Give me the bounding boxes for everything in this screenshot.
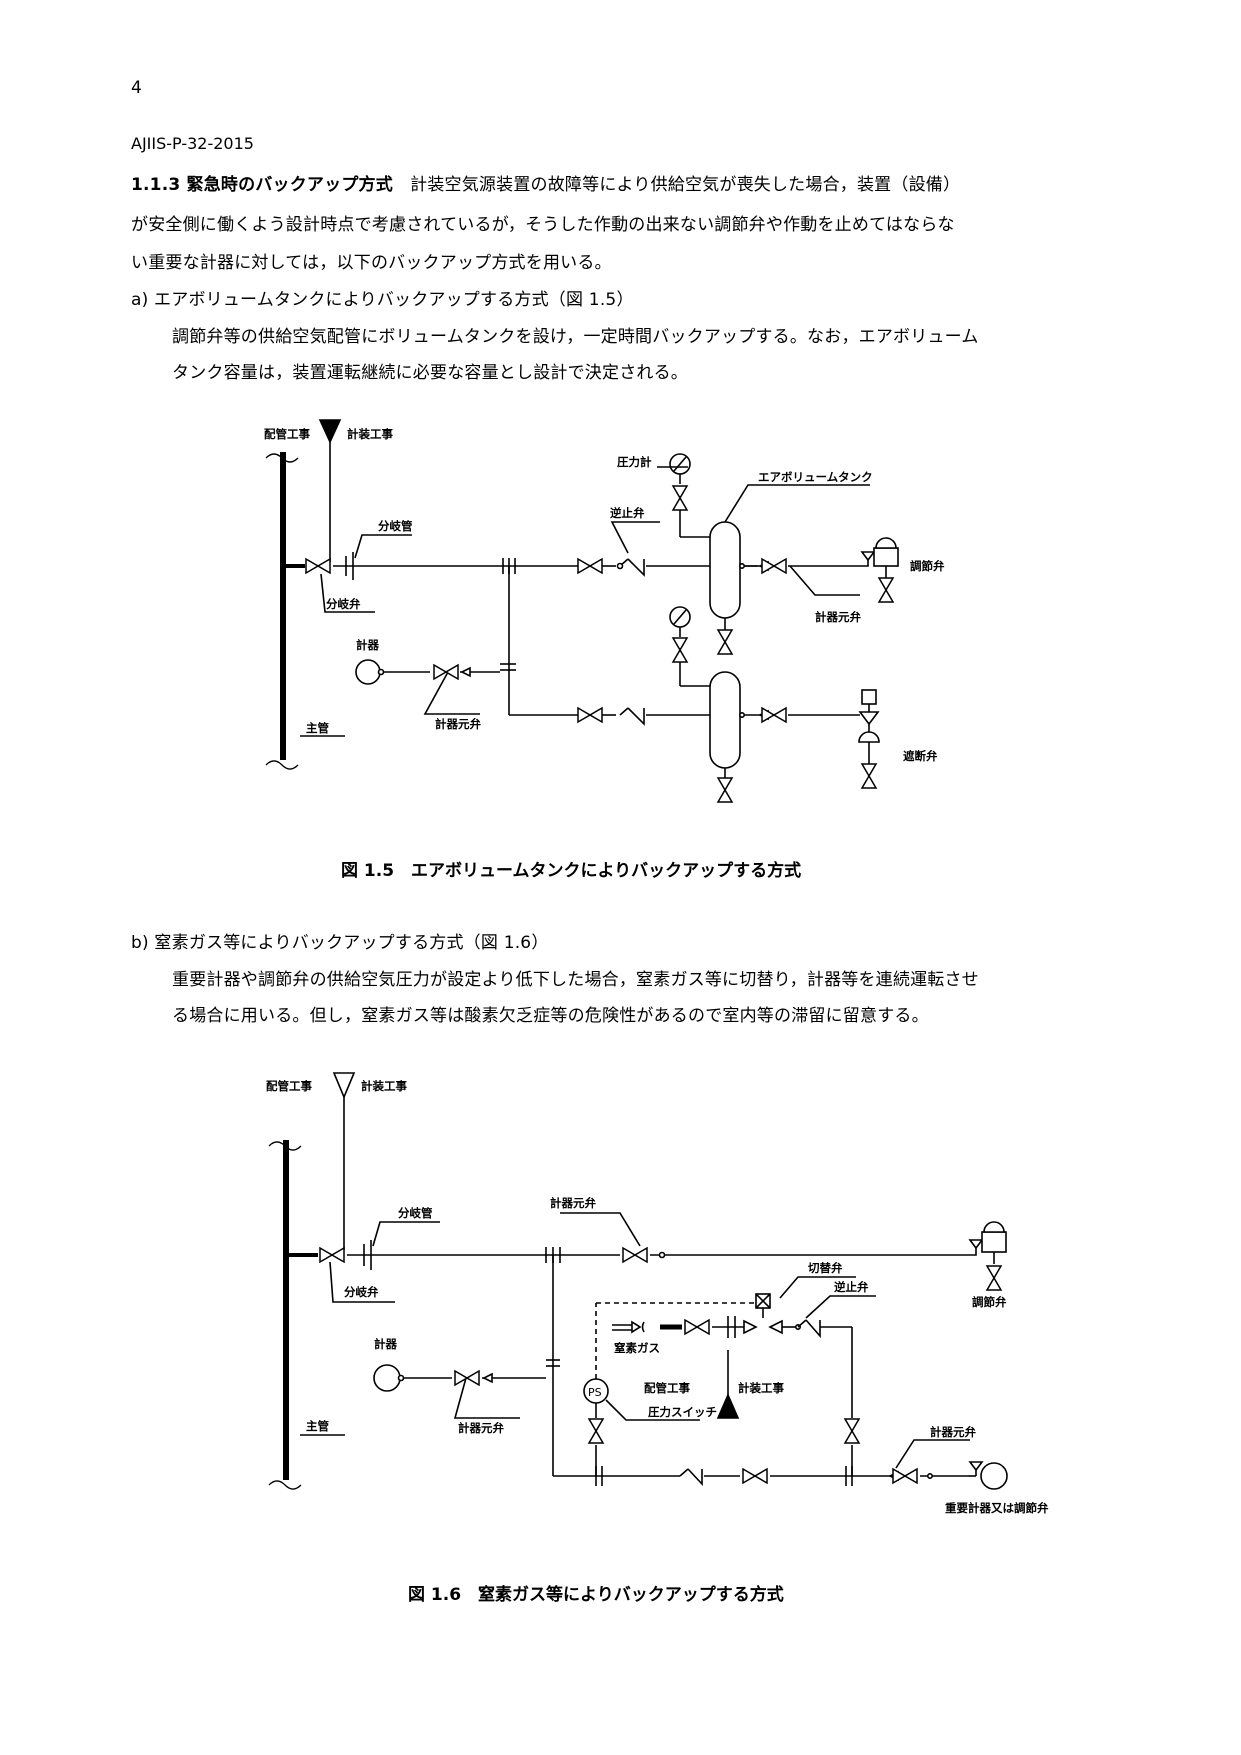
fig15-label-haikan: 配管工事	[264, 427, 310, 441]
fig16-label-chisso: 窒素ガス	[614, 1341, 660, 1355]
section-line3: い重要な計器に対しては，以下のバックアップ方式を用いる。	[131, 253, 612, 273]
fig15-label-gyakushiben: 逆止弁	[610, 506, 645, 520]
fig16-label-shukan: 主管	[306, 1419, 329, 1433]
fig15-label-shadanben: 遮断弁	[903, 749, 938, 763]
fig16-label-haikan2: 配管工事	[644, 1381, 690, 1395]
item-a-body1: 調節弁等の供給空気配管にボリュームタンクを設け，一定時間バックアップする。なお，…	[172, 327, 979, 347]
fig16-ps-symbol: PS	[588, 1386, 602, 1399]
page-number: 4	[131, 78, 142, 98]
fig15-label-bunkiben: 分岐弁	[326, 597, 361, 611]
air-volume-tank-1	[709, 521, 741, 619]
section-first-line: 1.1.3 緊急時のバックアップ方式 計装空気源装置の故障等により供給空気が喪失…	[131, 170, 960, 195]
item-b-body1: 重要計器や調節弁の供給空気圧力が設定より低下した場合，窒素ガス等に切替り，計器等…	[172, 970, 979, 990]
fig16-label-chosetsuben: 調節弁	[972, 1295, 1007, 1309]
fig15-label-chosetsuben: 調節弁	[910, 559, 945, 573]
item-a-title: a) エアボリュームタンクによりバックアップする方式（図 1.5）	[131, 290, 634, 310]
fig15-label-keikimotoben: 計器元弁	[815, 610, 861, 624]
fig16-label-bunkiben: 分岐弁	[344, 1285, 379, 1299]
air-volume-tank-2	[709, 671, 741, 769]
fig16-label-keiki: 計器	[374, 1337, 397, 1351]
figure-1-6-caption: 図 1.6 窒素ガス等によりバックアップする方式	[408, 1585, 784, 1605]
document-code: AJIIS-P-32-2015	[131, 134, 254, 153]
item-b-title: b) 窒素ガス等によりバックアップする方式（図 1.6）	[131, 933, 549, 953]
section-line2: が安全側に働くよう設計時点で考慮されているが，そうした作動の出来ない調節弁や作動…	[131, 215, 955, 235]
fig15-label-keiki: 計器	[356, 638, 379, 652]
fig16-label-gyakushiben: 逆止弁	[834, 1280, 869, 1294]
section-line1-text: 計装空気源装置の故障等により供給空気が喪失した場合，装置（設備）	[392, 175, 961, 195]
section-heading: 1.1.3 緊急時のバックアップ方式	[131, 175, 393, 195]
fig15-label-bunkikan: 分岐管	[378, 519, 413, 533]
fig16-label-keiso: 計装工事	[361, 1079, 407, 1093]
division-marker-icon	[318, 419, 342, 444]
fig15-label-tank: エアボリュームタンク	[758, 470, 873, 484]
fig16-label-bunkikan: 分岐管	[398, 1206, 433, 1220]
fig15-label-atsuryokukei: 圧力計	[617, 455, 652, 469]
fig16-label-atsuryoku-switch: 圧力スイッチ	[648, 1405, 717, 1419]
fig16-label-keikimotoben-right: 計器元弁	[930, 1425, 976, 1439]
fig16-label-juyo: 重要計器又は調節弁	[945, 1501, 1049, 1515]
figure-1-5-caption: 図 1.5 エアボリュームタンクによりバックアップする方式	[341, 861, 802, 881]
fig15-label-keikimotoben2: 計器元弁	[435, 717, 481, 731]
item-a-body2: タンク容量は，装置運転継続に必要な容量とし設計で決定される。	[172, 363, 688, 383]
fig16-label-kirikaeben: 切替弁	[808, 1261, 843, 1275]
fig16-label-keikimotoben-top: 計器元弁	[550, 1196, 596, 1210]
fig15-label-keiso: 計装工事	[347, 427, 393, 441]
item-b-body2: る場合に用いる。但し，窒素ガス等は酸素欠乏症等の危険性があるので室内等の滞留に留…	[172, 1006, 929, 1026]
fig16-label-keiso2: 計装工事	[738, 1381, 784, 1395]
fig16-label-keikimotoben-mid: 計器元弁	[458, 1421, 504, 1435]
fig15-label-shukan: 主管	[306, 721, 329, 735]
fig16-label-haikan: 配管工事	[266, 1079, 312, 1093]
